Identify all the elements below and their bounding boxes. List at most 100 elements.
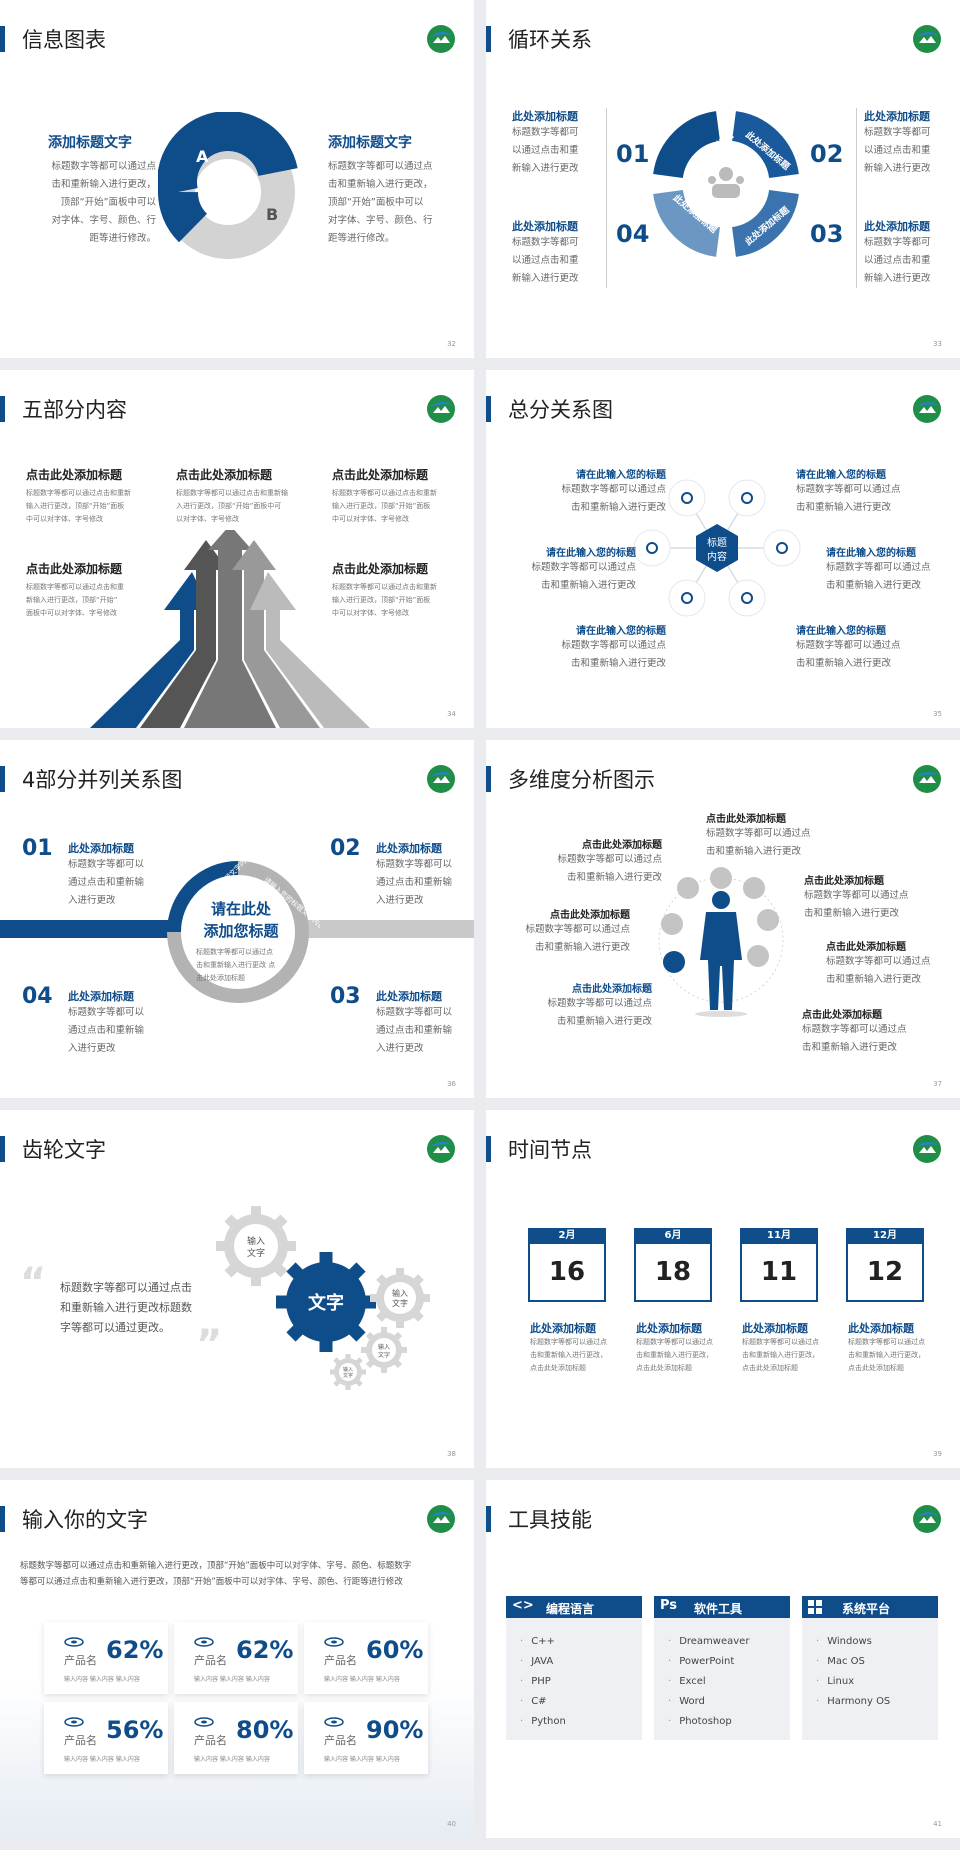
bullet-icon: ·	[520, 1656, 524, 1667]
title-bar	[0, 396, 5, 422]
gear-right-label-1: 输入	[392, 1288, 408, 1298]
panel-list-item: ·Word	[668, 1696, 705, 1707]
calendar-month: 2月	[528, 1228, 606, 1244]
item-04: 此处添加标题 标题数字等都可以通过点击和重新输入进行更改	[68, 990, 145, 1054]
disc-icon	[324, 1637, 344, 1647]
slide-32: 信息图表 添加标题文字 标题数字等都可以通过点击和重新输入进行更改，顶部“开始”…	[0, 0, 474, 358]
lock-icon	[743, 877, 765, 899]
slide-39: 时间节点 2月 16 6月 18 11月 11 12月 12 此处添加标题 标题…	[486, 1110, 960, 1468]
panel-list-item: ·Linux	[816, 1676, 855, 1687]
slide-title: 多维度分析图示	[508, 768, 655, 792]
gears-diagram: 输入 文字 文字 输入 文字 输入 文字 输入 文字	[216, 1206, 430, 1390]
panel-header: 系统平台	[802, 1596, 938, 1618]
left-heading: 添加标题文字	[48, 135, 132, 151]
page-number: 34	[447, 710, 456, 718]
left-body: 标题数字等都可以通过点击和重新输入进行更改，顶部“开始”面板中可以对字体、字号、…	[51, 161, 156, 244]
gear-node-3	[633, 529, 671, 567]
calendar-2: 6月 18	[634, 1228, 712, 1302]
gear-right-icon	[370, 1268, 430, 1328]
center-title: 请在此处添加您标题	[203, 900, 279, 940]
gear-node-4	[763, 529, 801, 567]
title-bar	[486, 396, 491, 422]
slide-title: 时间节点	[508, 1138, 592, 1162]
item-01: 此处添加标题 标题数字等都可以通过点击和重新输入进行更改	[512, 110, 579, 174]
slide-title: 信息图表	[22, 28, 106, 52]
donut-chart: A B	[158, 112, 298, 259]
calendar-day: 18	[634, 1244, 712, 1302]
quote-body: 标题数字等都可以通过点击和重新输入进行更改标题数字等都可以通过更改。	[60, 1281, 192, 1334]
calendar-3: 11月 11	[740, 1228, 818, 1302]
timeline-item-3: 此处添加标题 标题数字等都可以通过点击和重新输入进行更改，点击此处添加标题	[742, 1322, 819, 1372]
label-a: A	[196, 147, 209, 166]
item-3: 点击此处添加标题 标题数字等都可以通过点击和重新输入进行更改	[525, 910, 630, 953]
num-03: 03	[810, 220, 844, 248]
slide-35: 总分关系图 标题 内容 请在此输入您的标题 标题数字等都可以通过点击和重新输入进…	[486, 370, 960, 728]
calendar-month: 11月	[740, 1228, 818, 1244]
skill-panel: <>编程语言·C++·JAVA·PHP·C#·Python	[506, 1596, 642, 1740]
title-bar	[0, 26, 5, 52]
bullet-icon: ·	[520, 1636, 524, 1647]
slide-title: 齿轮文字	[22, 1138, 106, 1162]
num-01: 01	[616, 140, 650, 168]
page-number: 40	[447, 1820, 456, 1828]
center-label-2: 内容	[707, 550, 727, 563]
calendar-month: 6月	[634, 1228, 712, 1244]
stat-sub: 输入内容 输入内容 输入内容	[324, 1756, 400, 1763]
title-bar	[486, 26, 491, 52]
title-bar	[486, 1136, 491, 1162]
num-04: 04	[22, 984, 53, 1009]
slide-33: 循环关系 此处添加标题 标题数字等都可以通过点击和重新输入进行更改 01 此处添…	[486, 0, 960, 358]
gear-tiny-label-1: 输入	[343, 1366, 353, 1373]
item-5: 请在此输入您的标题 标题数字等都可以通过点击和重新输入进行更改	[561, 626, 666, 669]
item-2: 请在此输入您的标题 标题数字等都可以通过点击和重新输入进行更改	[796, 470, 901, 513]
page-number: 41	[933, 1820, 942, 1828]
panel-list-item: ·Python	[520, 1716, 566, 1727]
slide-title: 4部分并列关系图	[22, 768, 183, 792]
businessman-figure	[700, 891, 742, 1010]
stat-label: 产品名	[194, 1654, 227, 1667]
gear-main-label: 文字	[308, 1292, 344, 1314]
gear-top-icon	[216, 1206, 296, 1286]
calendar-month: 12月	[846, 1228, 924, 1244]
logo-icon	[913, 765, 941, 793]
stat-percent: 60%	[366, 1636, 424, 1664]
stat-percent: 62%	[106, 1636, 164, 1664]
divider-right	[856, 108, 857, 288]
skill-panel: 系统平台·Windows·Mac OS·Linux·Harmony OS	[802, 1596, 938, 1740]
slide-36: 4部分并列关系图 请输入您的标题文字内容 请输入您的标题文字内容 请在此处添加您…	[0, 740, 474, 1098]
right-heading: 添加标题文字	[328, 135, 412, 151]
item-2: 点击此处添加标题 标题数字等都可以通过点击和重新输入进行更改	[557, 840, 662, 883]
bullet-icon: ·	[668, 1716, 672, 1727]
panel-header: <>编程语言	[506, 1596, 642, 1618]
stat-percent: 90%	[366, 1716, 424, 1744]
bullet-icon: ·	[668, 1636, 672, 1647]
page-number: 35	[933, 710, 942, 718]
gear-tiny-icon	[330, 1354, 366, 1390]
donut-a-segment	[158, 112, 298, 196]
panel-list-item: ·PowerPoint	[668, 1656, 735, 1667]
gear-node-1	[668, 479, 706, 517]
logo-icon	[427, 1505, 455, 1533]
page-number: 37	[933, 1080, 942, 1088]
windows-icon	[808, 1600, 822, 1614]
bullet-icon: ·	[816, 1636, 820, 1647]
panel-title: 编程语言	[546, 1602, 595, 1616]
panel-list-item: ·Dreamweaver	[668, 1636, 750, 1647]
calendar-day: 11	[740, 1244, 818, 1302]
bullet-icon: ·	[668, 1676, 672, 1687]
item-1: 请在此输入您的标题 标题数字等都可以通过点击和重新输入进行更改	[561, 470, 666, 513]
logo-icon	[913, 395, 941, 423]
page-number: 32	[447, 340, 456, 348]
bullet-icon: ·	[520, 1716, 524, 1727]
panel-title: 系统平台	[842, 1602, 891, 1616]
bullet-icon: ·	[668, 1696, 672, 1707]
heart-icon	[661, 913, 683, 935]
calendar-4: 12月 12	[846, 1228, 924, 1302]
stat-percent: 80%	[236, 1716, 294, 1744]
